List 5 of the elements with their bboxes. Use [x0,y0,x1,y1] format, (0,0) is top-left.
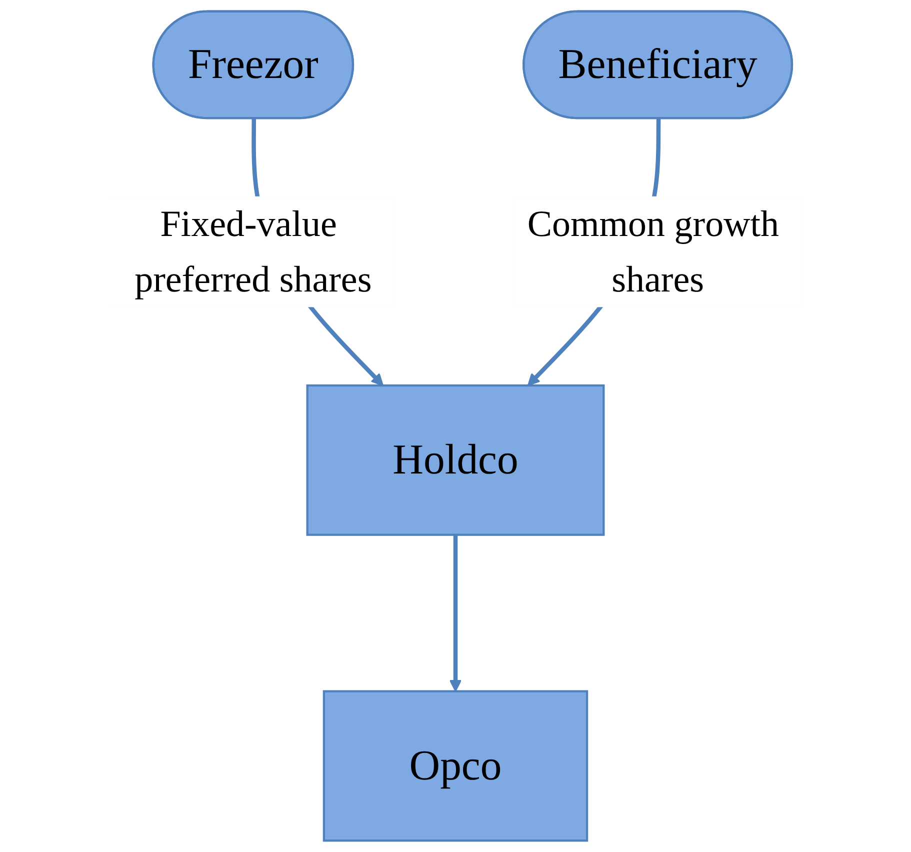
edge-label: Fixed-value preferred shares [134,203,372,300]
node-box: Holdco [306,384,605,536]
node-box: Opco [322,690,588,842]
arrow [449,534,462,692]
edge-label: Common growth shares [527,203,780,300]
